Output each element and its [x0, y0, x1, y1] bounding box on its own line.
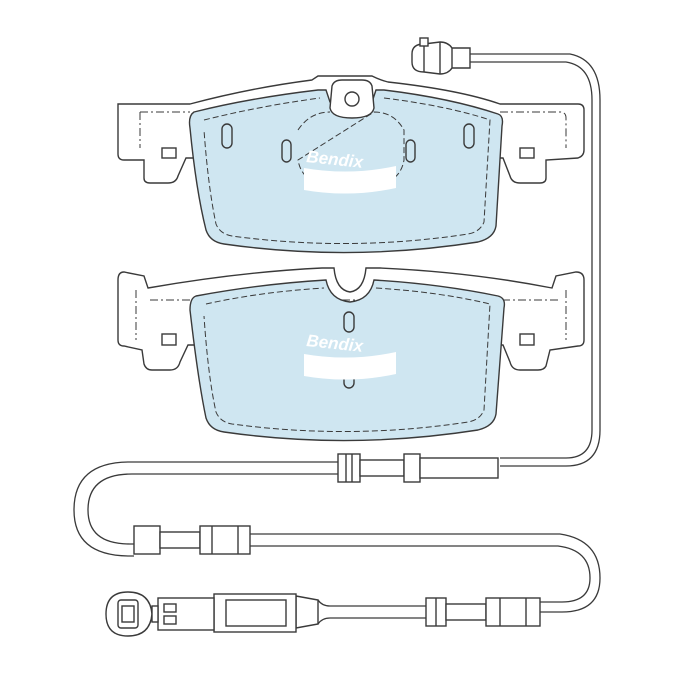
- cable-right-run: [470, 53, 601, 467]
- top-sensor-probe: [411, 41, 471, 75]
- cable-left-loop-inner: [87, 473, 338, 545]
- top-probe-tip: [419, 37, 429, 47]
- lower-bendix-logo: Bendix: [304, 331, 396, 380]
- middle-cable-connector: [337, 453, 499, 483]
- upper-slot-center-left: [281, 139, 292, 163]
- upper-tab-left: [161, 147, 177, 159]
- upper-slot-right: [463, 123, 475, 149]
- upper-slot-center-right: [405, 139, 416, 163]
- lower-slot-top: [343, 311, 355, 333]
- lower-tab-left: [161, 333, 177, 346]
- upper-center-clip: [329, 79, 375, 119]
- upper-brake-pad: Bendix: [117, 75, 585, 254]
- lower-tab-right: [519, 333, 535, 346]
- cable-to-plug: [317, 599, 426, 625]
- sensor-plug: [105, 591, 319, 637]
- cable-bottom-run: [250, 533, 601, 613]
- right-cable-connector: [425, 597, 541, 627]
- upper-tab-right: [519, 147, 535, 159]
- cable-right-run-inner: [470, 61, 593, 459]
- upper-slot-left: [221, 123, 233, 149]
- lower-pad-dashed-outline: [203, 287, 491, 432]
- upper-plate-inner-outline: [139, 111, 567, 148]
- lower-brake-pad: Bendix: [117, 267, 585, 442]
- upper-clip-hole: [344, 91, 360, 107]
- cable-bottom-run-inner: [250, 545, 591, 603]
- lower-cable-connector: [133, 525, 251, 555]
- upper-pad-dashed-outline: [203, 97, 491, 244]
- cable-left-loop: [73, 461, 338, 557]
- wear-sensor-cable: [73, 37, 601, 637]
